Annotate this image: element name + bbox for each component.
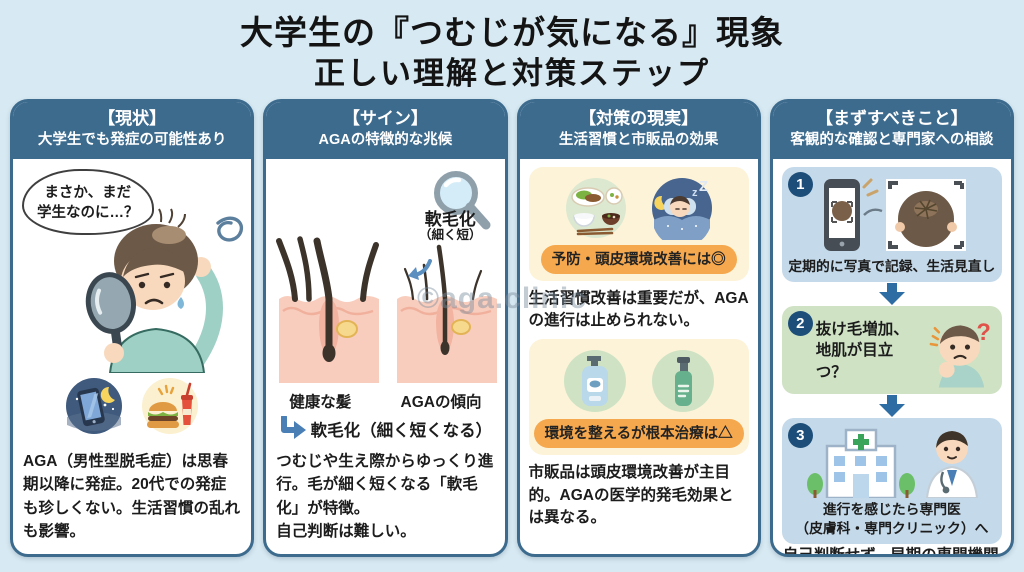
panel2-header: 【サイン】 AGAの特徴的な兆候 [266,102,505,159]
title-line1: 大学生の『つむじが気になる』現象 [240,14,784,51]
night-smartphone-icon [66,377,123,434]
sweat-drop-icon [177,296,185,309]
svg-text:z: z [692,187,698,199]
hand-mirror-icon [86,271,137,359]
step2-check: 2 抜け毛増加、 地肌が目立つ？ ? [781,306,1002,395]
balanced-meal-icon [565,177,626,238]
lifestyle-block: z Z 予防・頭皮環境改善には◎ [528,166,749,281]
nanmouka-label-sub: （細く短） [418,228,482,243]
step2-caption: 抜け毛増加、 地肌が目立つ？ [815,320,909,381]
panel2-header-tag: 【サイン】 [342,109,428,128]
product-icons [533,348,745,414]
page-title: 大学生の『つむじが気になる』現象 正しい理解と対策ステップ [0,0,1024,94]
panel1-description: AGA（男性型脱毛症）は思春期以降に発症。20代での発症も珍しくない。生活習慣の… [23,453,241,540]
nanmouka-arrow-line: 軟毛化（細く短くなる） [279,415,493,442]
nanmouka-arrow-text: 軟毛化（細く短くなる） [310,421,493,440]
magnifier-icon [433,170,490,229]
moon-icon [653,195,667,210]
panel1-header-sub: 大学生でも発症の可能性あり [37,131,227,148]
panel3-header: 【対策の現実】 生活習慣と市販品の効果 [519,102,758,159]
panel4-header-tag: 【まずすべきこと】 [815,109,968,128]
worried-man-icon: ? [929,320,991,388]
svg-text:Z: Z [699,178,708,195]
hair-comparison-illustration: 軟毛化 （細く短） [275,210,498,390]
moon-icon [100,386,116,403]
step3-number-badge: 3 [787,423,813,449]
panel2-body: 軟毛化 （細く短） [266,159,504,555]
panel-countermeasures: 【対策の現実】 生活習慣と市販品の効果 [516,99,761,557]
shampoo-bottle-icon [563,350,626,413]
nanmouka-label-main: 軟毛化 [424,209,476,229]
panel2-description: つむじや生え際からゆっくり進行。毛が細く短くなる「軟毛化」が特徴。 自己判断は難… [276,453,494,540]
step1-number-badge: 1 [787,171,813,197]
step3-consult: 3 [781,418,1002,545]
sleep-icon: z Z [651,177,712,240]
panel4-body: 1 [773,159,1011,557]
panel4-description: 自己判断せず、早期の専門機関への相談が重要。 [782,547,999,557]
environment-badge: 環境を整えるが根本治療は△ [533,419,744,449]
elbow-arrow-icon [280,415,306,439]
panel1-header: 【現状】 大学生でも発症の可能性あり [13,102,252,159]
panel1-body: まさか、まだ 学生なのに…？ [13,159,251,555]
down-arrow-icon [877,283,907,306]
step2-number-badge: 2 [787,311,813,337]
aga-hair-label: AGAの傾向 [400,393,482,411]
lifestyle-icons [65,377,199,435]
hospital-icon [806,428,915,499]
photo-record-illustration [788,175,996,255]
svg-text:?: ? [976,320,990,346]
man-with-mirror-illustration [86,207,244,373]
hair-labels: 健康な髪 AGAの傾向 [275,390,495,412]
down-arrow-icon [877,395,907,418]
nanmouka-label: 軟毛化 （細く短） [418,209,482,243]
step1-caption: 定期的に写真で記録、生活見直し [788,258,996,274]
otc-products-block: 環境を整えるが根本治療は△ [528,339,749,456]
prevention-badge: 予防・頭皮環境改善には◎ [540,244,737,274]
healthy-hair-label: 健康な髪 [289,393,352,411]
step1-record: 1 [781,166,1002,283]
panel3-text1: 生活習慣改善は重要だが、AGAの進行は止められない。 [528,289,749,329]
panel1-header-tag: 【現状】 [98,109,167,128]
title-line2: 正しい理解と対策ステップ [314,56,710,92]
panel3-header-sub: 生活習慣と市販品の効果 [558,131,719,148]
clinic-doctor-illustration [788,426,996,499]
panel-current-status: 【現状】 大学生でも発症の可能性あり まさか、まだ 学生なのに…？ [10,99,255,557]
panel2-top [275,167,495,233]
phone-photo-icon [823,178,966,251]
panel-signs: 【サイン】 AGAの特徴的な兆候 軟毛化 （細く短） [263,99,508,557]
panel3-body: z Z 予防・頭皮環境改善には◎ 生活習慣改善は重要だが、AGAの進行は止められ… [520,159,758,555]
hair-follicle-diagram [276,235,498,383]
panel3-text2: 市販品は頭皮環境改善が主目的。AGAの医学的発毛効果とは異なる。 [528,464,734,527]
lifestyle-icons: z Z [533,176,745,240]
spray-bottle-icon [651,350,714,413]
step3-caption: 進行を感じたら専門医 （皮膚科・専門クリニック）へ [795,502,989,536]
panel4-header-sub: 客観的な確認と専門家への相談 [790,131,994,148]
worry-swirl-icon [216,216,244,242]
panel-row: 【現状】 大学生でも発症の可能性あり まさか、まだ 学生なのに…？ [10,99,1014,557]
fastfood-icon [142,377,199,434]
doctor-icon [925,431,978,499]
panel2-header-sub: AGAの特徴的な兆候 [318,131,453,148]
thought-bubble: まさか、まだ 学生なのに…？ [22,168,154,236]
panel4-header: 【まずすべきこと】 客観的な確認と専門家への相談 [772,102,1011,159]
curved-arrow-icon [407,258,432,280]
worried-student-illustration: まさか、まだ 学生なのに…？ [22,167,244,373]
panel-first-steps: 【まずすべきこと】 客観的な確認と専門家への相談 1 [769,99,1014,557]
panel3-header-tag: 【対策の現実】 [579,109,699,128]
